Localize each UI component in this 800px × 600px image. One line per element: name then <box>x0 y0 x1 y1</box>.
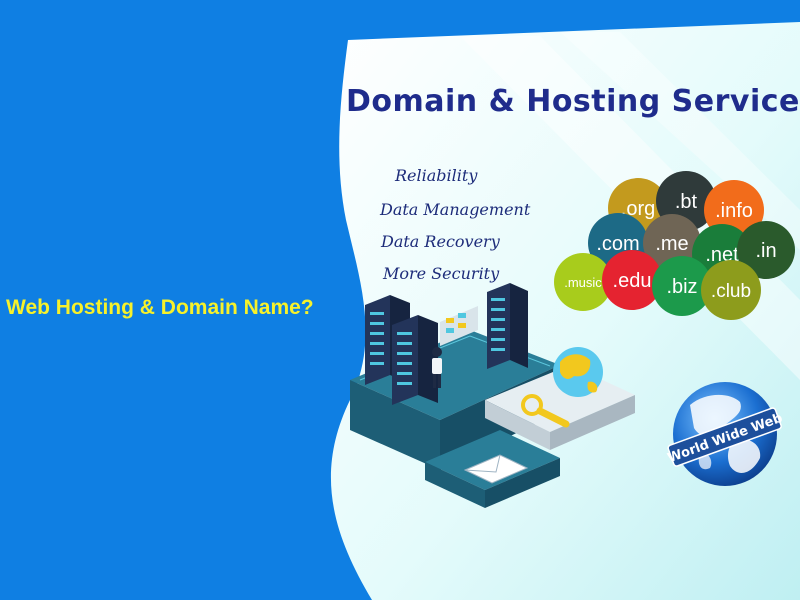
world-wide-web-globe-icon: World Wide Web <box>666 382 785 486</box>
technician-figure <box>432 347 442 388</box>
feature-more-security: More Security <box>383 264 500 283</box>
magnifier-icon <box>521 394 570 428</box>
earth-globe-icon <box>553 347 603 397</box>
domain-label: .music <box>564 275 602 290</box>
domain-label: .org <box>621 198 655 220</box>
domain-label: .in <box>755 240 776 262</box>
domain-bubble-biz: .biz <box>652 256 712 316</box>
domain-bubble-music: .music <box>554 253 612 311</box>
feature-reliability: Reliability <box>395 166 478 185</box>
feature-data-recovery: Data Recovery <box>381 232 500 251</box>
server-rack <box>392 315 438 405</box>
page-title: Domain & Hosting Services <box>346 84 800 119</box>
mail-envelope-icon <box>463 454 529 484</box>
domain-label: .bt <box>675 191 698 213</box>
domain-bubble-in: .in <box>737 221 795 279</box>
domain-label: .edu <box>613 270 652 292</box>
domain-bubble-edu: .edu <box>602 250 662 310</box>
feature-data-management: Data Management <box>380 200 531 219</box>
domain-label: .com <box>596 233 639 255</box>
domain-label: .biz <box>666 276 697 298</box>
left-headline: Web Hosting & Domain Name? <box>6 296 314 319</box>
domain-label: .info <box>715 200 753 222</box>
control-panel <box>440 306 478 346</box>
domain-bubble-club: .club <box>701 260 761 320</box>
domain-label: .club <box>711 281 751 302</box>
server-rack <box>487 283 528 369</box>
domain-label: .me <box>655 233 688 255</box>
